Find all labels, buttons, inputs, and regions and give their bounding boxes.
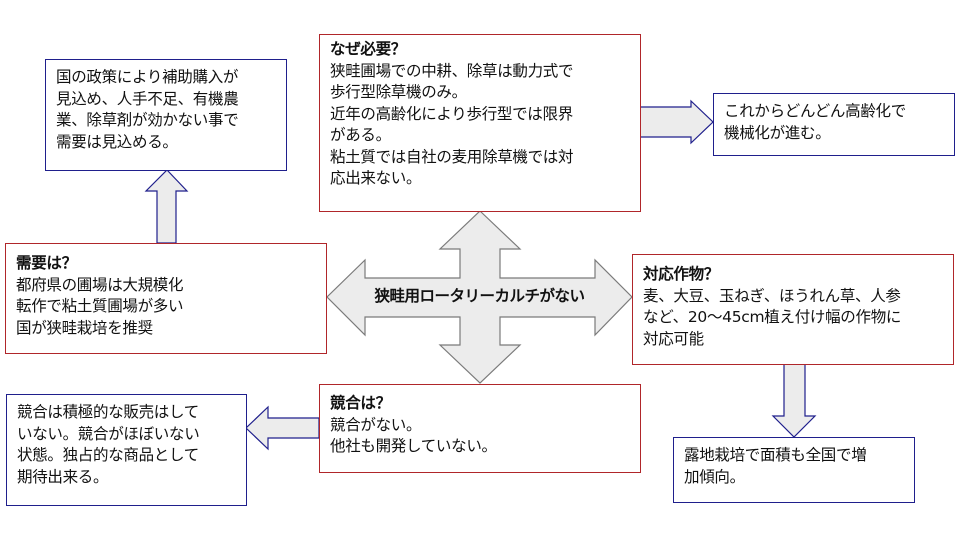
demand-title: 需要は？ bbox=[16, 254, 77, 272]
text-line: いない。競合がほぼいない bbox=[17, 424, 200, 443]
text-line: 機械化が進む。 bbox=[724, 123, 831, 142]
text-line: 業、除草剤が効かない事で bbox=[56, 111, 239, 129]
text-line: 粘土質では自社の麦用除草機では対 bbox=[330, 147, 574, 166]
competition-title: 競合は？ bbox=[330, 394, 391, 412]
competition-result-box: 競合は積極的な販売はして いない。競合がほぼいない 状態。独占的な商品として 期… bbox=[6, 394, 247, 506]
demand-result-box: 国の政策により補助購入が 見込め、人手不足、有機農 業、除草剤が効かない事で 需… bbox=[45, 59, 287, 171]
why-needed-title: なぜ必要？ bbox=[330, 40, 407, 58]
demand-box: 需要は？ 都府県の圃場は大規模化 転作で粘土質圃場が多い 国が狭畦栽培を推奨 bbox=[5, 243, 327, 354]
text-line: 近年の高齢化により歩行型では限界 bbox=[330, 104, 573, 123]
text-line: 競合がない。 bbox=[330, 415, 422, 434]
text-line: など、20～45cm植え付け幅の作物に bbox=[643, 308, 902, 326]
text-line: 対応可能 bbox=[643, 329, 704, 348]
why-needed-box: なぜ必要？ 狭畦圃場での中耕、除草は動力式で 歩行型除草機のみ。 近年の高齢化に… bbox=[319, 34, 641, 212]
text-line: 見込め、人手不足、有機農 bbox=[56, 89, 239, 108]
crops-box: 対応作物？ 麦、大豆、玉ねぎ、ほうれん草、人参 など、20～45cm植え付け幅の… bbox=[632, 254, 954, 365]
text-line: これからどんどん高齢化で bbox=[724, 102, 906, 120]
center-four-way-arrow bbox=[326, 210, 633, 384]
text-line: 露地栽培で面積も全国で増 bbox=[684, 446, 867, 464]
arrow-down-crops bbox=[771, 363, 817, 438]
text-line: 転作で粘土質圃場が多い bbox=[16, 297, 184, 315]
crops-title: 対応作物？ bbox=[643, 265, 720, 283]
text-line: 競合は積極的な販売はして bbox=[17, 403, 199, 421]
text-line: 期待出来る。 bbox=[17, 467, 109, 486]
text-line: 麦、大豆、玉ねぎ、ほうれん草、人参 bbox=[643, 286, 901, 305]
why-needed-result-box: これからどんどん高齢化で 機械化が進む。 bbox=[713, 93, 955, 156]
arrow-right-why bbox=[639, 99, 714, 145]
text-line: 国が狭畦栽培を推奨 bbox=[16, 318, 153, 337]
text-line: 加傾向。 bbox=[684, 467, 745, 486]
text-line: 応出来ない。 bbox=[330, 169, 422, 187]
text-line: がある。 bbox=[330, 126, 391, 144]
text-line: 需要は見込める。 bbox=[56, 132, 178, 151]
text-line: 狭畦圃場での中耕、除草は動力式で bbox=[330, 61, 574, 80]
text-line: 他社も開発していない。 bbox=[330, 437, 497, 455]
center-problem-label: 狭畦用ロータリーカルチがない bbox=[374, 287, 585, 305]
crops-result-box: 露地栽培で面積も全国で増 加傾向。 bbox=[673, 437, 915, 503]
arrow-up-demand bbox=[144, 169, 189, 244]
competition-box: 競合は？ 競合がない。 他社も開発していない。 bbox=[319, 384, 641, 473]
text-line: 都府県の圃場は大規模化 bbox=[16, 275, 184, 294]
text-line: 状態。独占的な商品として bbox=[17, 446, 199, 464]
text-line: 歩行型除草機のみ。 bbox=[330, 83, 467, 101]
text-line: 国の政策により補助購入が bbox=[56, 68, 239, 86]
arrow-left-competition bbox=[245, 405, 320, 451]
